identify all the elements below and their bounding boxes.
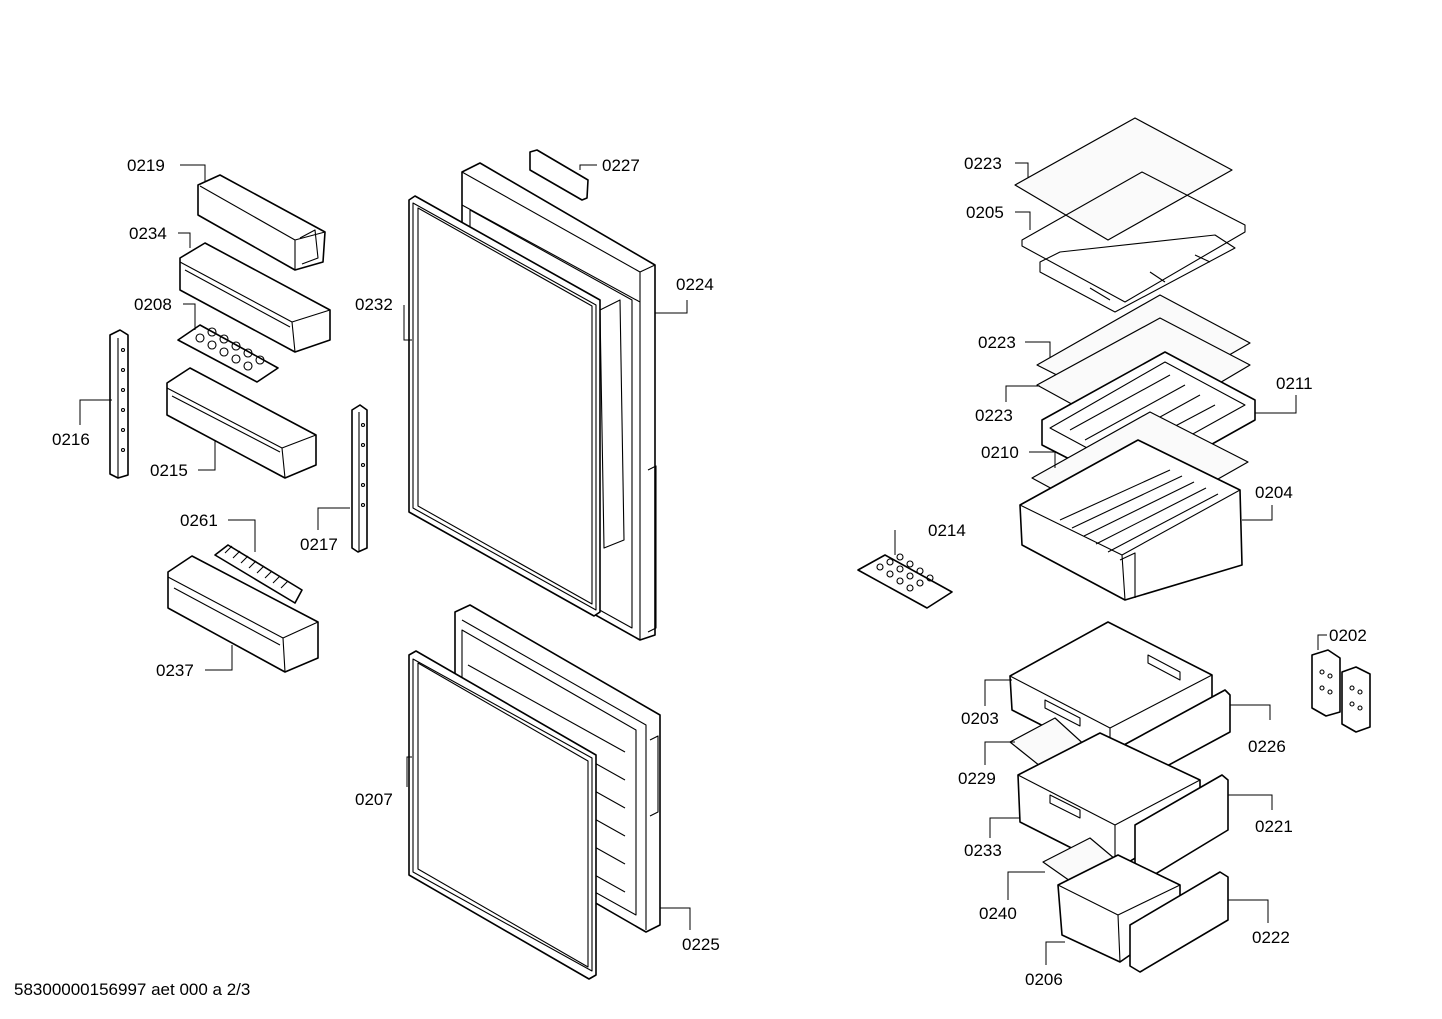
label-0225: 0225 xyxy=(682,935,720,954)
part-0261-divider xyxy=(214,544,303,604)
part-0237-shelf xyxy=(167,555,319,673)
part-0234-shelf xyxy=(179,242,331,353)
label-0223-a: 0223 xyxy=(964,154,1002,173)
part-0216-rail xyxy=(109,329,129,479)
part-0223-glass xyxy=(1014,117,1233,241)
leader-lines xyxy=(79,162,1327,965)
document-id: 58300000156997 aet 000 a 2/3 xyxy=(14,980,251,999)
part-0214-ice-tray xyxy=(857,553,953,609)
label-0216: 0216 xyxy=(52,430,90,449)
label-0233: 0233 xyxy=(964,841,1002,860)
label-0205: 0205 xyxy=(966,203,1004,222)
label-0206: 0206 xyxy=(1025,970,1063,989)
label-0203: 0203 xyxy=(961,709,999,728)
label-0221: 0221 xyxy=(1255,817,1293,836)
part-0215-shelf xyxy=(166,367,317,479)
label-0214: 0214 xyxy=(928,521,966,540)
label-0219: 0219 xyxy=(127,156,165,175)
part-0208-egg-tray xyxy=(177,324,279,383)
label-0204: 0204 xyxy=(1255,483,1293,502)
part-0232-gasket xyxy=(408,195,601,617)
part-0204-drawer xyxy=(1019,439,1243,601)
label-0208: 0208 xyxy=(134,295,172,314)
label-0232: 0232 xyxy=(355,295,393,314)
part-labels: 0219 0234 0208 0216 0215 0261 0217 0237 … xyxy=(52,154,1367,989)
part-0202-cold-packs xyxy=(1311,649,1371,733)
label-0237: 0237 xyxy=(156,661,194,680)
label-0224: 0224 xyxy=(676,275,714,294)
part-0205-shelf-frame xyxy=(1021,171,1246,313)
part-0207-gasket xyxy=(408,650,597,980)
label-0211: 0211 xyxy=(1276,374,1313,393)
label-0227: 0227 xyxy=(602,156,640,175)
part-0217-rail xyxy=(351,404,368,553)
label-0240: 0240 xyxy=(979,904,1017,923)
part-0222-front xyxy=(1129,871,1229,973)
label-0223-c: 0223 xyxy=(975,406,1013,425)
part-0227-label xyxy=(529,149,589,201)
label-0215: 0215 xyxy=(150,461,188,480)
label-0226: 0226 xyxy=(1248,737,1286,756)
label-0210: 0210 xyxy=(981,443,1019,462)
label-0261: 0261 xyxy=(180,511,218,530)
label-0202: 0202 xyxy=(1329,626,1367,645)
label-0234: 0234 xyxy=(129,224,167,243)
label-0229: 0229 xyxy=(958,769,996,788)
part-0219-shelf xyxy=(197,174,326,271)
label-0217: 0217 xyxy=(300,535,338,554)
label-0223-b: 0223 xyxy=(978,333,1016,352)
label-0222: 0222 xyxy=(1252,928,1290,947)
label-0207: 0207 xyxy=(355,790,393,809)
